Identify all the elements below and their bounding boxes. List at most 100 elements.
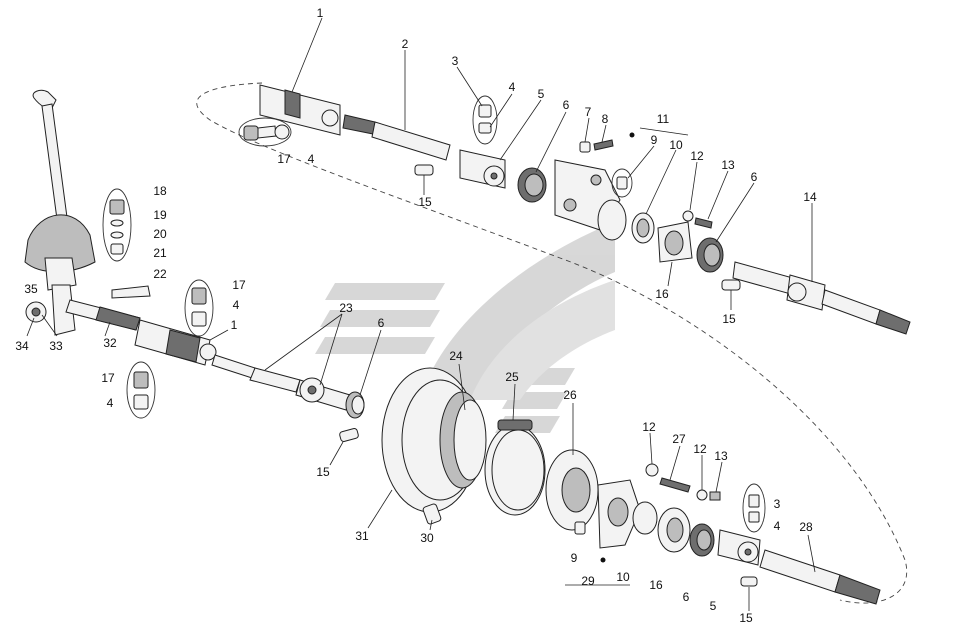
pin-22	[111, 285, 151, 299]
callout-15: 15	[316, 465, 330, 479]
shift-lever	[24, 89, 96, 337]
callout-21: 21	[153, 246, 167, 260]
callout-1: 1	[231, 318, 238, 332]
callout-32: 32	[103, 336, 117, 350]
callout-20: 20	[153, 227, 167, 241]
ring-6-upper-right	[696, 182, 755, 273]
joint-5-lower	[717, 529, 761, 566]
shaft-28	[759, 534, 881, 605]
ring-6-lower-right	[689, 523, 715, 557]
callout-30: 30	[420, 531, 434, 545]
bolts-12-13-upper	[682, 161, 729, 229]
callout-6: 6	[751, 170, 758, 184]
callout-35: 35	[24, 282, 38, 296]
callout-6: 6	[683, 590, 690, 604]
callout-9: 9	[651, 133, 658, 147]
yoke-lower	[134, 319, 229, 366]
callout-7: 7	[585, 105, 592, 119]
ring-6-lower	[345, 329, 382, 419]
housing-11	[554, 127, 689, 241]
bolt-group-17-4-left	[126, 361, 156, 419]
shaft-14	[732, 203, 911, 335]
key-15-lower	[329, 428, 359, 466]
callout-19: 19	[153, 208, 167, 222]
callout-31: 31	[355, 529, 369, 543]
callout-2: 2	[402, 37, 409, 51]
key-15-top	[414, 164, 434, 195]
callout-1: 1	[317, 6, 324, 20]
callout-5: 5	[538, 87, 545, 101]
screws-7-8	[579, 117, 614, 153]
callout-8: 8	[602, 112, 609, 126]
callout-13: 13	[721, 158, 735, 172]
joint-5-upper	[459, 99, 542, 189]
callout-10: 10	[669, 138, 683, 152]
callout-17: 17	[101, 371, 115, 385]
yoke-upper-1	[259, 17, 341, 136]
callout-4: 4	[233, 298, 240, 312]
callout-17: 17	[277, 152, 291, 166]
callout-6: 6	[378, 316, 385, 330]
callout-17: 17	[232, 278, 246, 292]
nut-9-upper	[611, 145, 655, 198]
callout-29: 29	[581, 574, 595, 588]
callout-23: 23	[339, 301, 353, 315]
callout-14: 14	[803, 190, 817, 204]
callout-4: 4	[774, 519, 781, 533]
bolt-group-17-4-mid	[184, 279, 214, 337]
ring-6-upper	[517, 111, 567, 203]
callout-12: 12	[693, 442, 707, 456]
clamp-screw-25	[497, 383, 533, 431]
plate-26	[545, 403, 599, 531]
callout-10: 10	[616, 570, 630, 584]
callout-27: 27	[672, 432, 686, 446]
gasket-16-lower	[657, 507, 691, 553]
callout-33: 33	[49, 339, 63, 353]
callout-26: 26	[563, 388, 577, 402]
bolt-group-3-4-lower	[742, 483, 766, 533]
callout-22: 22	[153, 267, 167, 281]
callout-16: 16	[649, 578, 663, 592]
spring-shaft-23	[211, 313, 351, 411]
shaft-2	[342, 50, 451, 161]
callout-3: 3	[452, 54, 459, 68]
callout-12: 12	[642, 420, 656, 434]
callout-11: 11	[657, 112, 670, 126]
shaft-32	[65, 299, 141, 337]
key-15-lower-right	[740, 576, 758, 611]
callout-24: 24	[449, 349, 463, 363]
bolts-lower	[645, 432, 723, 501]
watermark-logo	[315, 222, 615, 433]
callout-3: 3	[774, 497, 781, 511]
callout-25: 25	[505, 370, 519, 384]
callout-5: 5	[710, 599, 717, 613]
callout-4: 4	[308, 152, 315, 166]
clamp-ring-24	[458, 363, 546, 516]
housing-29	[565, 479, 658, 586]
callout-15: 15	[418, 195, 432, 209]
callout-6: 6	[563, 98, 570, 112]
callout-9: 9	[571, 551, 578, 565]
nut-9-lower	[574, 521, 586, 535]
callout-12: 12	[690, 149, 704, 163]
boot-flange-31	[367, 367, 487, 529]
key-15-right	[721, 279, 741, 310]
fastener-group-18-21	[102, 188, 132, 262]
bolt-group-3-4-top	[456, 66, 513, 145]
bolt-group-17-4-top	[238, 117, 292, 147]
callout-4: 4	[509, 80, 516, 94]
callout-28: 28	[799, 520, 813, 534]
callout-4: 4	[107, 396, 114, 410]
callout-15: 15	[722, 312, 736, 326]
gasket-16-upper	[657, 221, 693, 287]
callout-16: 16	[655, 287, 669, 301]
callout-34: 34	[15, 339, 29, 353]
screw-30	[422, 503, 442, 531]
assembly-outline	[196, 82, 908, 604]
callout-15: 15	[739, 611, 753, 625]
callout-18: 18	[153, 184, 167, 198]
ring-10-upper	[631, 149, 677, 244]
